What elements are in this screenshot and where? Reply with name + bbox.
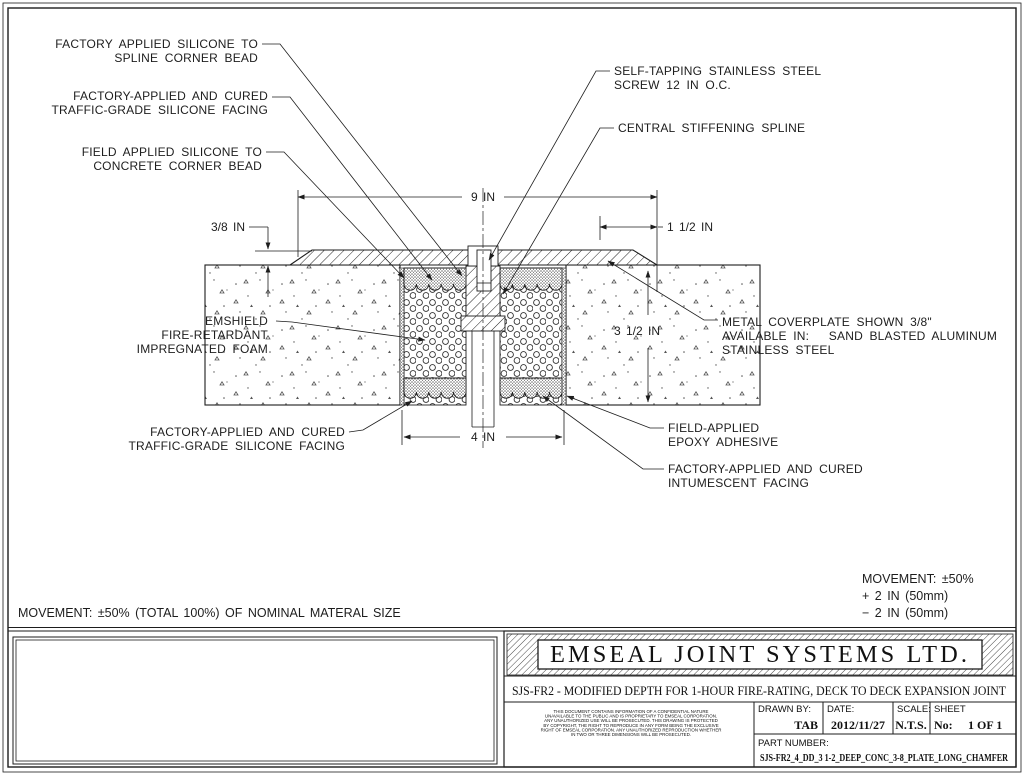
epoxy-strip-right xyxy=(561,267,567,406)
dim-plate-width: 9 IN xyxy=(471,190,495,204)
movement-note-line: + 2 IN (50mm) xyxy=(862,589,948,603)
silicone-band-top-right xyxy=(499,267,563,291)
annotation-line: SCREW 12 IN O.C. xyxy=(614,78,731,92)
notes-box xyxy=(12,636,498,765)
drawn-by-value: TAB xyxy=(794,718,818,732)
disclaimer-line: BY COPYRIGHT, THE RIGHT TO REPRODUCE IN … xyxy=(543,723,718,728)
sheet-no-label: No: xyxy=(934,718,953,732)
concrete-slab-right xyxy=(565,264,761,406)
date-cell: DATE: 2012/11/27 xyxy=(827,704,885,732)
dimension-9in: 9 IN xyxy=(297,190,658,292)
sheet-label: SHEET xyxy=(934,704,966,715)
company-name: EMSEAL JOINT SYSTEMS LTD. xyxy=(550,642,970,668)
leader-lines xyxy=(262,43,718,470)
title-block: EMSEAL JOINT SYSTEMS LTD. SJS-FR2 - MODI… xyxy=(503,630,1017,768)
part-number-cell: PART NUMBER: SJS-FR2_4_DD_3 1-2_DEEP_CON… xyxy=(758,738,1009,764)
annotation-field-silicone: FIELD APPLIED SILICONE TO CONCRETE CORNE… xyxy=(82,145,262,173)
disclaimer-line: ANY UNAUTHORIZED USE WILL BE PROSECUTED.… xyxy=(544,718,718,723)
annotation-screw: SELF-TAPPING STAINLESS STEEL SCREW 12 IN… xyxy=(614,64,821,92)
disclaimer-line: UNAVAILABLE TO THE PUBLIC AND IS PROPRIE… xyxy=(545,714,717,719)
dimension-1-1-2in: 1 1/2 IN xyxy=(599,216,713,240)
dim-plate-thickness: 3/8 IN xyxy=(211,220,245,234)
date-value: 2012/11/27 xyxy=(831,718,885,732)
annotation-line: AVAILABLE IN: SAND BLASTED ALUMINUM xyxy=(722,329,997,343)
disclaimer: THIS DOCUMENT CONTAINS INFORMATION OF A … xyxy=(541,709,722,737)
movement-note-line: − 2 IN (50mm) xyxy=(862,606,948,620)
movement-note-line: MOVEMENT: ±50% xyxy=(862,572,974,586)
disclaimer-line: IN TWO OR THREE DIMENSIONS WILL BE PROSE… xyxy=(571,732,691,737)
part-number-value: SJS-FR2_4_DD_3 1-2_DEEP_CONC_3-8_PLATE_L… xyxy=(760,752,1009,764)
annotation-line: FIRE-RETARDANT xyxy=(161,328,268,342)
company-name-box xyxy=(537,639,983,670)
annotation-silicone-facing-bottom: FACTORY-APPLIED AND CURED TRAFFIC-GRADE … xyxy=(129,425,346,453)
annotation-line: INTUMESCENT FACING xyxy=(668,476,809,490)
annotation-line: CONCRETE CORNER BEAD xyxy=(93,159,262,173)
intumescent-band-bottom-right xyxy=(499,377,563,399)
annotation-line: STAINLESS STEEL xyxy=(722,343,835,357)
annotation-line: FACTORY-APPLIED AND CURED xyxy=(668,462,863,476)
annotation-line: IMPREGNATED FOAM xyxy=(137,342,268,356)
annotation-line: FACTORY-APPLIED AND CURED xyxy=(73,89,268,103)
annotation-epoxy: FIELD-APPLIED EPOXY ADHESIVE xyxy=(668,421,778,449)
disclaimer-line: RIGHT OF EMSEAL CORPORATION. ANY UNAUTHO… xyxy=(541,727,722,732)
dimension-3-8in: 3/8 IN xyxy=(211,220,271,297)
date-label: DATE: xyxy=(827,704,854,715)
part-number-label: PART NUMBER: xyxy=(758,738,829,749)
annotation-silicone-spline-bead: FACTORY APPLIED SILICONE TO SPLINE CORNE… xyxy=(55,37,258,65)
drawn-by-label: DRAWN BY: xyxy=(758,704,811,715)
annotation-line: SELF-TAPPING STAINLESS STEEL xyxy=(614,64,821,78)
annotation-line: SPLINE CORNER BEAD xyxy=(114,51,258,65)
dimension-4in: 4 IN xyxy=(401,410,565,445)
annotation-intumescent: FACTORY-APPLIED AND CURED INTUMESCENT FA… xyxy=(668,462,863,490)
dimension-3-1-2in: 3 1/2 IN xyxy=(614,270,660,403)
annotation-line: TRAFFIC-GRADE SILICONE FACING xyxy=(52,103,269,117)
scale-cell: SCALE: N.T.S. xyxy=(895,704,931,732)
annotation-foam: EMSHIELD FIRE-RETARDANT IMPREGNATED FOAM xyxy=(137,314,269,356)
dim-joint-width: 4 IN xyxy=(471,430,495,444)
annotation-silicone-facing-top: FACTORY-APPLIED AND CURED TRAFFIC-GRADE … xyxy=(52,89,269,117)
disclaimer-line: THIS DOCUMENT CONTAINS INFORMATION OF A … xyxy=(554,709,709,714)
movement-note-left: MOVEMENT: ±50% (TOTAL 100%) OF NOMINAL M… xyxy=(18,606,401,620)
silicone-band-top-left xyxy=(403,267,467,291)
annotation-line: TRAFFIC-GRADE SILICONE FACING xyxy=(129,439,346,453)
sheet-cell: SHEET No: 1 OF 1 xyxy=(934,704,1002,732)
concrete-slab-left xyxy=(204,264,401,406)
annotation-coverplate: METAL COVERPLATE SHOWN 3/8" AVAILABLE IN… xyxy=(722,315,997,357)
annotation-line: FACTORY-APPLIED AND CURED xyxy=(150,425,345,439)
annotation-line: FIELD APPLIED SILICONE TO xyxy=(82,145,262,159)
annotation-line: FACTORY APPLIED SILICONE TO xyxy=(55,37,258,51)
annotation-line: EPOXY ADHESIVE xyxy=(668,435,778,449)
movement-note-right: MOVEMENT: ±50% + 2 IN (50mm) − 2 IN (50m… xyxy=(862,572,974,620)
annotation-line: CENTRAL STIFFENING SPLINE xyxy=(618,121,805,135)
scale-label: SCALE: xyxy=(897,704,931,715)
annotation-line: EMSHIELD xyxy=(205,314,268,328)
dim-edge-overlap: 1 1/2 IN xyxy=(667,220,713,234)
annotation-line: METAL COVERPLATE SHOWN 3/8" xyxy=(722,315,932,329)
sheet-value: 1 OF 1 xyxy=(968,718,1002,732)
drawing-title: SJS-FR2 - MODIFIED DEPTH FOR 1-HOUR FIRE… xyxy=(512,683,1006,698)
intumescent-band-bottom-left xyxy=(403,377,467,399)
drawn-by-cell: DRAWN BY: TAB xyxy=(758,704,818,732)
dim-foam-depth: 3 1/2 IN xyxy=(614,324,660,338)
joint-detail-drawing: 9 IN 1 1/2 IN 3/8 IN 3 1/2 IN 4 IN xyxy=(18,37,997,620)
screw xyxy=(467,245,499,292)
annotation-spline: CENTRAL STIFFENING SPLINE xyxy=(618,121,805,135)
scale-value: N.T.S. xyxy=(895,718,926,732)
annotation-line: FIELD-APPLIED xyxy=(668,421,759,435)
